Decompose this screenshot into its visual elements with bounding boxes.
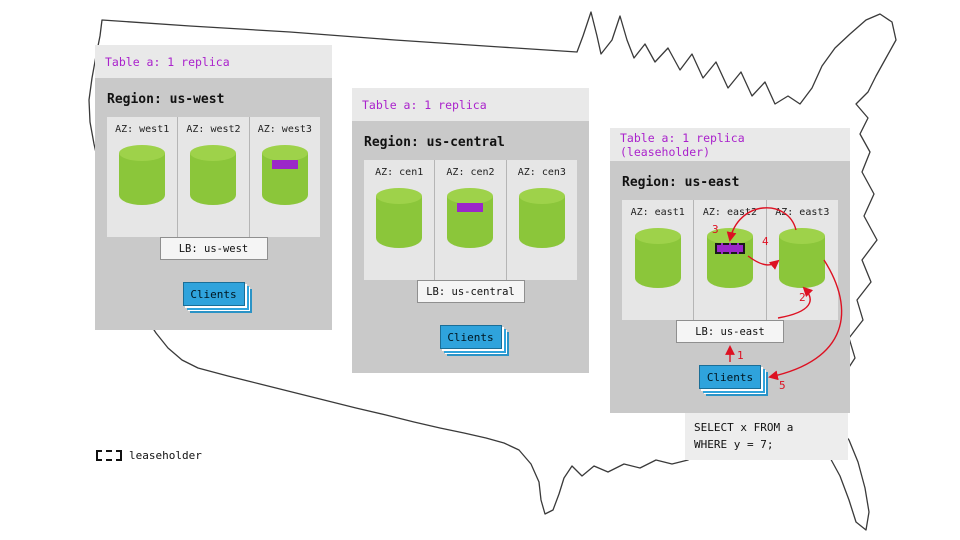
leaseholder-chip-icon [714,243,745,254]
az-group-us-east: AZ: east1 AZ: east2 AZ: east3 [622,200,838,320]
cylinder-body-icon [376,196,423,248]
region-panel-us-central: Table a: 1 replica Region: us-central AZ… [352,88,589,373]
region-title-us-east: Region: us-east [622,175,740,190]
az-label-cen3: AZ: cen3 [517,167,566,178]
leaseholder-legend-chip-icon [96,450,122,461]
db-cylinder-icon [779,228,826,288]
region-panel-us-east: Table a: 1 replica (leaseholder) Region:… [610,128,850,413]
az-column-west2: AZ: west2 [178,117,250,237]
cylinder-body-icon [634,236,681,288]
table-replica-label-us-west: Table a: 1 replica [95,45,332,78]
cylinder-top-icon [190,145,237,161]
region-body-us-east: Region: us-east AZ: east1 AZ: east2 [610,161,850,413]
db-cylinder-icon [447,188,494,248]
cylinder-top-icon [119,145,166,161]
load-balancer-us-west: LB: us-west [159,237,268,260]
az-label-west2: AZ: west2 [186,124,241,135]
db-cylinder-icon [190,145,237,205]
az-column-cen3: AZ: cen3 [507,160,577,280]
region-body-us-west: Region: us-west AZ: west1 AZ: west2 [95,78,332,330]
cylinder-body-icon [190,153,237,205]
cylinder-body-icon [119,153,166,205]
cylinder-top-icon [779,228,826,244]
az-column-east3: AZ: east3 [767,200,838,320]
load-balancer-us-east: LB: us-east [676,320,784,343]
az-group-us-west: AZ: west1 AZ: west2 AZ: west3 [107,117,320,237]
region-body-us-central: Region: us-central AZ: cen1 AZ: cen2 [352,121,589,373]
cylinder-top-icon [261,145,308,161]
db-cylinder-icon [634,228,681,288]
region-title-us-central: Region: us-central [364,135,505,150]
clients-button-us-central[interactable]: Clients [439,325,502,349]
sql-query-line2: WHERE y = 7; [694,437,774,451]
replica-chip-icon [271,160,298,169]
az-label-cen2: AZ: cen2 [446,167,495,178]
db-cylinder-icon [119,145,166,205]
region-title-us-west: Region: us-west [107,92,225,107]
db-cylinder-icon [518,188,565,248]
table-replica-label-us-east: Table a: 1 replica (leaseholder) [610,128,850,161]
az-column-west3: AZ: west3 [250,117,320,237]
cylinder-top-icon [706,228,753,244]
az-column-west1: AZ: west1 [107,117,179,237]
az-column-east1: AZ: east1 [622,200,695,320]
az-label-west3: AZ: west3 [257,124,312,135]
cylinder-top-icon [447,188,494,204]
clients-button-us-east[interactable]: Clients [699,365,761,389]
table-replica-label-us-central: Table a: 1 replica [352,88,589,121]
az-group-us-central: AZ: cen1 AZ: cen2 AZ: cen3 [364,160,577,280]
sql-query-box: SELECT x FROM a WHERE y = 7; [685,413,848,460]
az-column-cen2: AZ: cen2 [435,160,507,280]
cylinder-top-icon [634,228,681,244]
cylinder-top-icon [376,188,423,204]
az-label-east3: AZ: east3 [775,207,830,218]
sql-query-line1: SELECT x FROM a [694,421,794,434]
region-panel-us-west: Table a: 1 replica Region: us-west AZ: w… [95,45,332,330]
az-column-cen1: AZ: cen1 [364,160,436,280]
clients-button-us-west[interactable]: Clients [182,282,245,306]
az-label-east1: AZ: east1 [630,207,685,218]
cylinder-top-icon [518,188,565,204]
az-label-cen1: AZ: cen1 [375,167,424,178]
az-label-east2: AZ: east2 [702,207,758,218]
az-label-west1: AZ: west1 [115,124,170,135]
legend-label: leaseholder [129,449,202,462]
db-cylinder-icon [376,188,423,248]
az-column-east2: AZ: east2 [694,200,767,320]
legend-leaseholder: leaseholder [96,449,202,462]
db-cylinder-icon [706,228,753,288]
load-balancer-us-central: LB: us-central [416,280,525,303]
cylinder-body-icon [518,196,565,248]
replica-chip-icon [457,203,484,212]
db-cylinder-icon [261,145,308,205]
